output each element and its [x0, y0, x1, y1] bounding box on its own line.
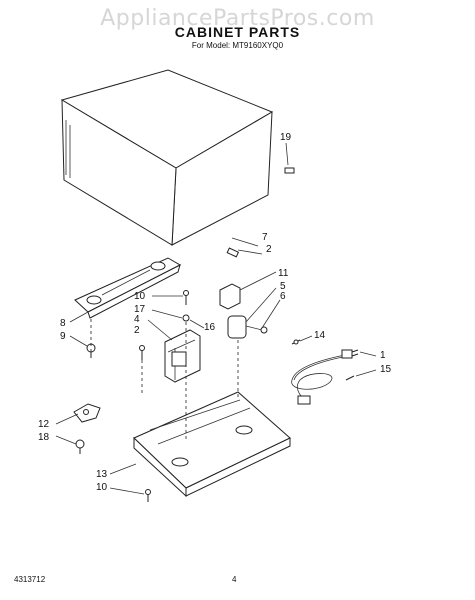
transformer-part-4: [164, 329, 201, 383]
screw-part-14: [291, 339, 301, 345]
callout-19: 19: [280, 132, 292, 143]
diagram-title: CABINET PARTS: [174, 24, 301, 40]
base-pan-part-13: [133, 391, 291, 498]
capacitor-bracket-part-11: [219, 283, 241, 310]
callout-9: 9: [60, 331, 66, 342]
callout-6: 6: [280, 291, 286, 302]
callout-14: 14: [314, 330, 326, 341]
page-number: 4: [232, 575, 237, 584]
screw-part-15: [345, 375, 355, 381]
callout-10b: 10: [96, 482, 108, 493]
watermark: AppliancePartsPros.com: [100, 6, 375, 31]
screw-part-10-top: [183, 290, 189, 305]
alignment-lines: [90, 318, 239, 440]
callout-13: 13: [96, 469, 108, 480]
callout-leaders: [55, 142, 377, 495]
callout-17: 17: [134, 304, 146, 315]
power-cord-part-1: [291, 349, 359, 405]
part-number: 4313712: [14, 575, 46, 584]
capacitor-part-5: [227, 315, 268, 339]
screw-part-18: [75, 439, 85, 454]
callout-7: 7: [262, 232, 268, 243]
callout-10a: 10: [134, 291, 146, 302]
screw-part-2-cabinet: [226, 247, 240, 258]
callout-18: 18: [38, 432, 50, 443]
callout-5: 5: [280, 281, 286, 292]
callout-4: 4: [134, 314, 140, 325]
model-subtitle: For Model: MT9160XYQ0: [191, 41, 284, 50]
callout-2b: 2: [134, 325, 140, 336]
screw-part-19: [284, 167, 295, 174]
callout-15: 15: [380, 364, 392, 375]
washer-part-17: [182, 314, 190, 322]
clamp-part-12: [73, 403, 101, 423]
bracket-part-8: [74, 257, 182, 319]
callout-16: 16: [204, 322, 216, 333]
callout-1: 1: [380, 350, 386, 361]
callout-11: 11: [278, 268, 289, 279]
callout-12: 12: [38, 419, 50, 430]
cabinet-wrapper: [60, 69, 274, 246]
screw-part-2-transformer: [139, 345, 145, 360]
callout-2a: 2: [266, 244, 272, 255]
screw-part-10-bottom: [145, 489, 151, 502]
callout-8: 8: [60, 318, 66, 329]
